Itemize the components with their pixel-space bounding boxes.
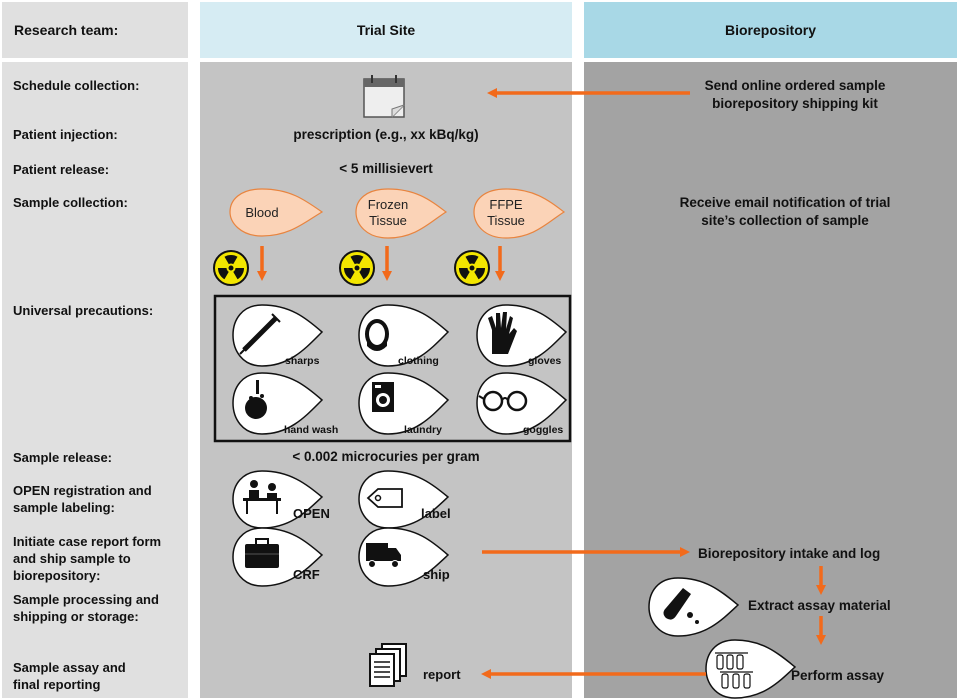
frozen-tissue-bubble xyxy=(355,188,448,239)
assay-bubble xyxy=(705,639,797,699)
laundry-label: laundry xyxy=(404,424,442,436)
ship-label: ship xyxy=(423,567,450,582)
ffpe-tissue-bubble xyxy=(473,188,566,239)
header-research-team xyxy=(2,2,188,58)
release-limit-text: < 5 millisievert xyxy=(339,161,433,176)
row-label-assay-1: Sample assay and xyxy=(13,660,126,675)
crf-label: CRF xyxy=(293,567,320,582)
hand-wash-bubble xyxy=(232,372,324,435)
intake-text: Biorepository intake and log xyxy=(698,546,881,561)
briefcase-icon xyxy=(245,538,279,568)
gloves-label: gloves xyxy=(528,355,562,367)
blood-bubble xyxy=(229,188,324,237)
header-biorepository-text: Biorepository xyxy=(724,22,816,38)
tag-icon xyxy=(366,488,403,508)
crf-bubble xyxy=(232,527,324,587)
gloves-bubble xyxy=(476,304,568,367)
row-label-open-1: OPEN registration and xyxy=(13,483,152,498)
row-label-assay-2: final reporting xyxy=(13,677,101,692)
frozen-label-1: Frozen xyxy=(367,197,409,212)
report-label: report xyxy=(423,667,461,682)
registration-desk-icon xyxy=(243,480,281,514)
row-label-processing-2: shipping or storage: xyxy=(13,609,139,624)
column-labels xyxy=(2,62,188,698)
ffpe-label-1: FFPE xyxy=(489,197,523,212)
row-label-injection: Patient injection: xyxy=(13,127,118,142)
goggles-bubble xyxy=(476,372,568,435)
hand-wash-label: hand wash xyxy=(284,424,339,436)
report-icon xyxy=(369,643,407,687)
truck-icon xyxy=(366,543,401,568)
row-label-crf-3: biorepository: xyxy=(13,568,101,583)
column-biorepository xyxy=(584,62,957,698)
clothing-bubble xyxy=(358,304,450,367)
notify-text-line2: site’s collection of sample xyxy=(701,213,869,228)
precautions-box xyxy=(213,294,572,443)
goggles-label: goggles xyxy=(523,424,564,436)
clothing-label: clothing xyxy=(398,355,439,367)
row-label-crf-2: and ship sample to xyxy=(13,551,131,566)
prescription-text: prescription (e.g., xx kBq/kg) xyxy=(293,127,479,142)
kit-text-line2: biorepository shipping kit xyxy=(712,96,878,111)
glove-icon xyxy=(488,312,517,354)
radiation-icon-2 xyxy=(339,250,375,286)
sharps-bubble xyxy=(232,304,324,367)
row-label-schedule: Schedule collection: xyxy=(13,78,140,93)
ffpe-label-2: Tissue xyxy=(487,213,525,228)
calendar-icon xyxy=(363,75,405,118)
open-label: OPEN xyxy=(293,506,330,521)
row-label-open-2: sample labeling: xyxy=(13,500,115,515)
hand-wash-icon xyxy=(245,380,267,419)
face-mask-icon xyxy=(365,319,389,351)
syringe-icon xyxy=(239,313,281,355)
notify-text-line1: Receive email notification of trial xyxy=(679,195,891,210)
header-biorepository xyxy=(584,2,957,58)
extract-text: Extract assay material xyxy=(748,598,891,613)
row-label-release: Patient release: xyxy=(13,162,110,177)
sharps-label: sharps xyxy=(285,355,320,367)
row-label-collection: Sample collection: xyxy=(13,195,128,210)
ship-bubble xyxy=(358,527,450,587)
perform-assay-text: Perform assay xyxy=(791,668,885,683)
assay-tubes-icon xyxy=(715,652,753,689)
tag-label: label xyxy=(421,506,451,521)
sample-release-limit-text: < 0.002 microcuries per gram xyxy=(292,449,480,464)
goggles-icon xyxy=(478,390,528,412)
frozen-label-2: Tissue xyxy=(369,213,407,228)
blood-label: Blood xyxy=(245,205,279,220)
radiation-icon-1 xyxy=(213,250,249,286)
row-label-processing-1: Sample processing and xyxy=(13,592,159,607)
kit-text-line1: Send online ordered sample xyxy=(704,78,886,93)
header-trial-site xyxy=(200,2,572,58)
row-label-precautions: Universal precautions: xyxy=(13,303,154,318)
laundry-bubble xyxy=(358,372,450,435)
test-tube-icon xyxy=(663,588,699,624)
test-tube-bubble xyxy=(648,577,740,637)
washing-machine-icon xyxy=(372,382,394,412)
radiation-icon-3 xyxy=(454,250,490,286)
row-label-crf-1: Initiate case report form xyxy=(13,534,162,549)
row-label-sample-release: Sample release: xyxy=(13,450,113,465)
label-bubble xyxy=(358,470,450,529)
header-research-team-text: Research team: xyxy=(14,22,119,38)
header-trial-site-text: Trial Site xyxy=(356,22,416,38)
